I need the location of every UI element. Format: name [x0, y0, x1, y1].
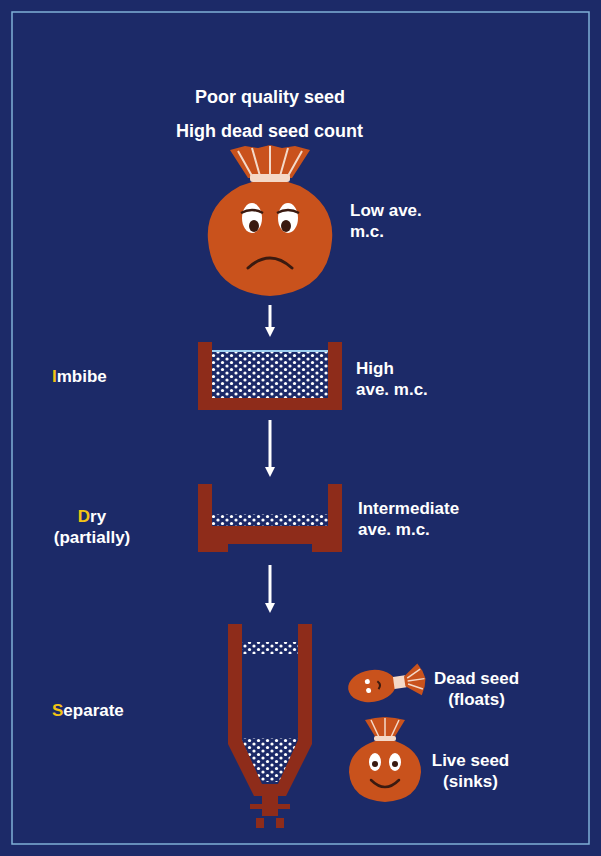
live-seed-bag	[349, 717, 421, 802]
outcome-note: Live seed (sinks)	[430, 750, 511, 793]
frame	[12, 12, 589, 844]
dead-seed-bag	[346, 663, 428, 706]
outcome-note: Dead seed (floats)	[432, 668, 521, 711]
sad-seed-bag	[208, 145, 332, 296]
moisture-note: Intermediate ave. m.c.	[358, 498, 463, 541]
separation-column	[228, 624, 312, 828]
subtitle: High dead seed count	[176, 120, 363, 143]
title: Poor quality seed	[195, 86, 345, 109]
moisture-note: Low ave. m.c.	[350, 200, 425, 243]
step-name: Dry (partially)	[52, 506, 132, 549]
drying-tray	[198, 484, 342, 552]
soaking-tray	[198, 342, 342, 410]
step-name: Imbibe	[52, 366, 107, 387]
step-name: Separate	[52, 700, 124, 721]
moisture-note: High ave. m.c.	[356, 358, 431, 401]
